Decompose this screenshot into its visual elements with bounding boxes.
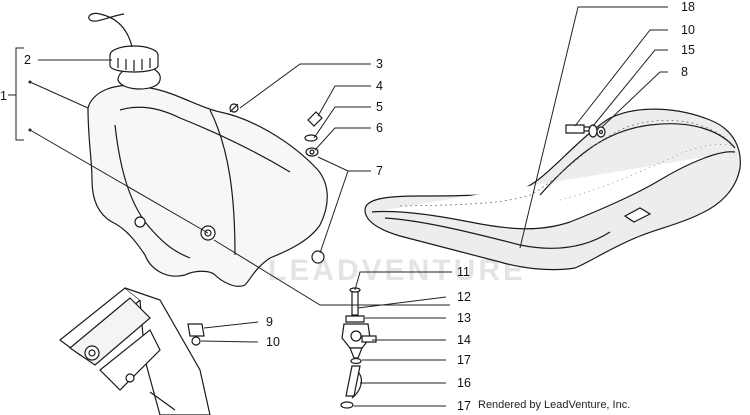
leader-lines [8, 6, 668, 407]
callout-8[interactable]: 8 [681, 65, 688, 79]
clip-and-screw-9-10 [187, 323, 205, 346]
callout-18[interactable]: 18 [681, 0, 695, 14]
callout-3[interactable]: 3 [376, 57, 383, 71]
callout-15[interactable]: 15 [681, 43, 695, 57]
callout-16[interactable]: 16 [457, 376, 471, 390]
credit-text: Rendered by LeadVenture, Inc. [478, 399, 630, 411]
watermark-text: LEADVENTURE [268, 254, 526, 287]
callout-10-top[interactable]: 10 [681, 23, 695, 37]
callout-labels: 1 2 3 4 5 6 7 18 10 15 8 11 12 13 14 17 … [0, 0, 695, 413]
callout-11[interactable]: 11 [457, 265, 470, 279]
callout-1[interactable]: 1 [0, 89, 7, 103]
callout-13[interactable]: 13 [457, 311, 471, 325]
fuel-tank [87, 12, 328, 287]
callout-2[interactable]: 2 [24, 53, 31, 67]
seat [364, 108, 741, 271]
callout-17-upper[interactable]: 17 [457, 353, 471, 367]
callout-17-lower[interactable]: 17 [457, 399, 471, 413]
callout-5[interactable]: 5 [376, 100, 383, 114]
frame-tube [59, 287, 211, 415]
fuel-tap-assembly [340, 287, 377, 409]
callout-4[interactable]: 4 [376, 79, 383, 93]
callout-14[interactable]: 14 [457, 333, 471, 347]
callout-9[interactable]: 9 [266, 315, 273, 329]
callout-10-lower[interactable]: 10 [266, 335, 280, 349]
callout-7[interactable]: 7 [376, 164, 383, 178]
callout-6[interactable]: 6 [376, 121, 383, 135]
seat-fasteners [565, 124, 606, 138]
callout-12[interactable]: 12 [457, 290, 471, 304]
screw-group-4-5-6 [304, 111, 323, 157]
